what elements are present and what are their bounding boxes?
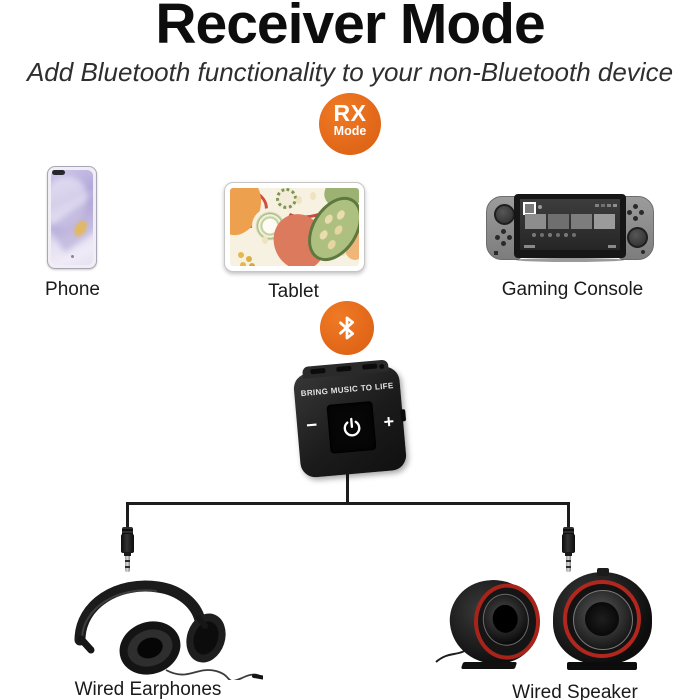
- receiver-side-port: [400, 409, 407, 422]
- plus-label: +: [382, 411, 395, 433]
- receiver-device: BRING MUSIC TO LIFE − +: [292, 359, 408, 479]
- aux-cable-drop-right: [567, 502, 570, 529]
- gaming-console-label: Gaming Console: [501, 279, 644, 300]
- receiver-top-ports: [302, 359, 389, 379]
- analog-stick-right: [627, 227, 648, 248]
- tablet-label: Tablet: [268, 281, 319, 302]
- game-tiles: [525, 214, 615, 229]
- gaming-console-image: [486, 194, 654, 262]
- page-subtitle: Add Bluetooth functionality to your non-…: [26, 57, 674, 87]
- power-icon: [343, 417, 360, 437]
- phone-camera: [52, 170, 65, 175]
- phone-label: Phone: [45, 279, 100, 300]
- minus-label: −: [305, 414, 319, 437]
- rx-mode-label: Mode: [333, 124, 367, 138]
- wired-earphones-image: [74, 580, 263, 680]
- receiver-touch-panel: [326, 400, 377, 454]
- bluetooth-badge: [320, 301, 374, 355]
- tablet-screen: [230, 188, 359, 266]
- wired-speaker-image: [435, 568, 655, 670]
- aux-cable-stem: [346, 470, 349, 504]
- bluetooth-icon: [339, 316, 355, 340]
- phone-screen: [51, 170, 93, 265]
- receiver-tagline: BRING MUSIC TO LIFE: [300, 381, 394, 399]
- wired-speaker-label: Wired Speaker: [512, 682, 638, 700]
- rx-code-label: RX: [333, 100, 367, 126]
- aux-cable-bar: [126, 502, 570, 505]
- tablet-image: [224, 182, 365, 272]
- aux-cable-drop-left: [126, 502, 129, 529]
- console-body: [514, 194, 626, 258]
- rx-mode-badge: RX Mode: [319, 93, 381, 155]
- wired-earphones-label: Wired Earphones: [74, 679, 222, 700]
- console-screen: [520, 199, 620, 250]
- page-title: Receiver Mode: [155, 0, 545, 56]
- analog-stick-left: [494, 204, 515, 225]
- phone-image: [47, 166, 97, 269]
- speaker-right: [553, 568, 652, 664]
